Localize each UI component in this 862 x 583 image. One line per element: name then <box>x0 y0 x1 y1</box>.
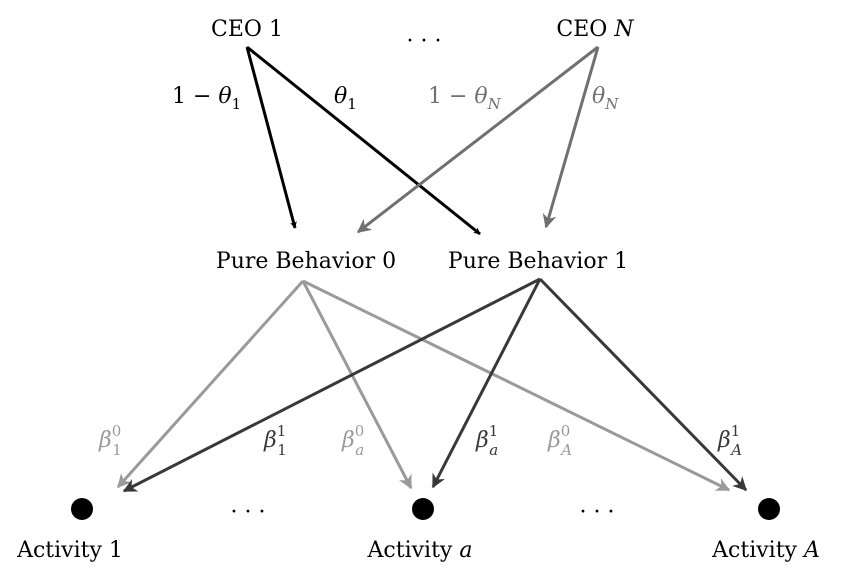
weight-theta-N: θN <box>592 84 619 113</box>
arrow-behavior1-to-activityA <box>538 277 748 492</box>
ceo-1-label: CEO 1 <box>211 17 283 42</box>
weight-one-minus-theta-1: 1 − θ1 <box>172 84 241 113</box>
ceo-N-label: CEO N <box>556 17 634 42</box>
arrow-ceo1-to-behavior1 <box>246 45 481 236</box>
activity-1-node <box>71 498 93 520</box>
arrow-behavior0-to-activity1 <box>116 279 305 489</box>
arrow-behavior0-to-activitya <box>301 280 413 490</box>
activity-a-node <box>412 498 434 520</box>
pure-behavior-1-label: Pure Behavior 1 <box>448 249 628 274</box>
activity-a-label: Activity a <box>367 538 473 563</box>
arrow-ceoN-to-behavior0 <box>356 45 599 234</box>
weight-theta-1: θ1 <box>334 84 357 113</box>
activity-A-node <box>758 498 780 520</box>
activity-A-label: Activity A <box>711 538 820 563</box>
arrow-behavior0-to-activityA <box>302 279 731 492</box>
bottom-ellipsis-left: · · · <box>231 500 266 525</box>
arrow-ceoN-to-behavior1 <box>542 46 600 229</box>
activity-1-label: Activity 1 <box>16 538 123 563</box>
pure-behavior-0-label: Pure Behavior 0 <box>216 249 396 274</box>
top-ellipsis: · · · <box>407 29 442 54</box>
arrow-ceo1-to-behavior0 <box>245 46 297 229</box>
arrow-behavior1-to-activity1 <box>122 277 541 493</box>
bottom-ellipsis-right: · · · <box>580 500 615 525</box>
weight-one-minus-theta-N: 1 − θN <box>428 84 502 113</box>
arrow-behavior1-to-activitya <box>431 278 542 489</box>
